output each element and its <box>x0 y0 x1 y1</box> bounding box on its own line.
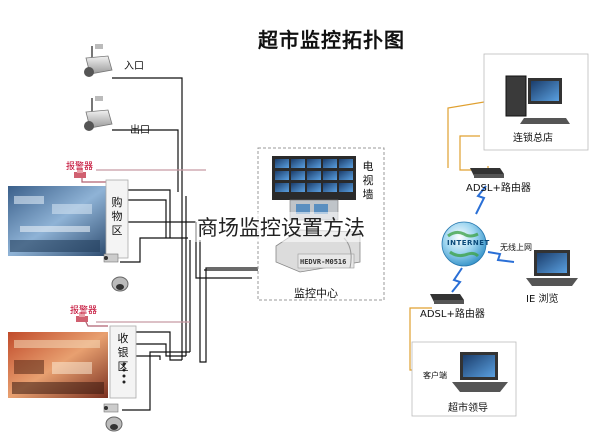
hq-computer-icon <box>505 75 570 124</box>
cable-shopping-cam <box>120 237 188 263</box>
cable-entrance <box>112 77 183 190</box>
cable-checkout-3 <box>136 355 161 360</box>
checkout-dome-camera <box>105 416 123 432</box>
internet-globe <box>441 221 487 267</box>
tv-wall-char-1: 电 <box>362 160 374 173</box>
exit-label: 出口 <box>130 125 150 136</box>
cable-shopping-1 <box>126 189 171 238</box>
video-cables <box>81 77 280 411</box>
control-center-label: 监控中心 <box>294 287 338 300</box>
tv-wall-char-2: 视 <box>362 174 374 187</box>
ie-browse-label: IE 浏览 <box>526 294 559 305</box>
router-top-label: ADSL+路由器 <box>466 183 531 194</box>
shopping-small-camera <box>103 253 119 263</box>
overlay-caption: 商场监控设置方法 <box>195 212 367 242</box>
checkout-alarm-label: 报警器 <box>70 306 98 316</box>
router-top-icon <box>470 168 504 178</box>
shopping-zone-char-3: 区 <box>111 224 123 237</box>
checkout-zone-label: 收 银 区 <box>117 332 129 374</box>
tv-wall-char-3: 墙 <box>362 188 374 201</box>
dvr-model-label: HEDVR-M0516 <box>300 258 347 266</box>
shopping-alarm-icon <box>74 168 86 178</box>
wireless-label: 无线上网 <box>500 243 532 252</box>
router-bottom-label: ADSL+路由器 <box>420 309 485 320</box>
client-label: 客户端 <box>423 371 447 380</box>
checkout-zone-panel <box>109 325 137 399</box>
checkout-zone-char-2: 银 <box>117 346 129 359</box>
shopping-zone-char-1: 购 <box>111 196 123 209</box>
entrance-camera <box>84 44 113 77</box>
supermarket-leader-label: 超市领导 <box>448 403 488 414</box>
bolt-right <box>487 251 515 263</box>
chain-hq-label: 连锁总店 <box>513 133 553 144</box>
cable-checkout-cam <box>122 351 190 411</box>
lightning-links <box>451 185 515 293</box>
cable-to-center-2 <box>199 240 280 363</box>
router-bottom-icon <box>430 294 464 304</box>
checkout-small-camera <box>103 403 119 413</box>
entrance-label: 入口 <box>124 61 144 72</box>
shopping-dome-camera <box>111 276 129 292</box>
ie-laptop-icon <box>526 250 578 286</box>
tv-wall-label: 电 视 墙 <box>362 160 374 202</box>
internet-label: INTERNET <box>447 239 490 247</box>
exit-camera <box>84 96 113 131</box>
cable-exit <box>112 129 179 192</box>
checkout-zone-char-3: 区 <box>117 360 129 373</box>
cable-checkout-1 <box>136 331 182 361</box>
cable-shopping-2 <box>128 199 167 238</box>
shopping-zone-char-2: 物 <box>111 210 123 223</box>
shopping-photo-detail <box>10 196 100 252</box>
client-laptop-icon <box>452 352 508 392</box>
checkout-alarm-icon <box>76 312 88 322</box>
shopping-zone-label: 购 物 区 <box>111 196 123 238</box>
checkout-zone-char-1: 收 <box>117 332 129 345</box>
bolt-top <box>475 185 487 215</box>
tv-wall <box>272 156 356 221</box>
cable-checkout-2 <box>136 343 186 357</box>
checkout-panel-dots <box>122 362 126 384</box>
checkout-photo-detail <box>12 340 104 394</box>
bolt-bottom <box>451 267 463 293</box>
diagram-title: 超市监控拓扑图 <box>258 28 405 52</box>
shopping-alarm-label: 报警器 <box>66 162 94 172</box>
